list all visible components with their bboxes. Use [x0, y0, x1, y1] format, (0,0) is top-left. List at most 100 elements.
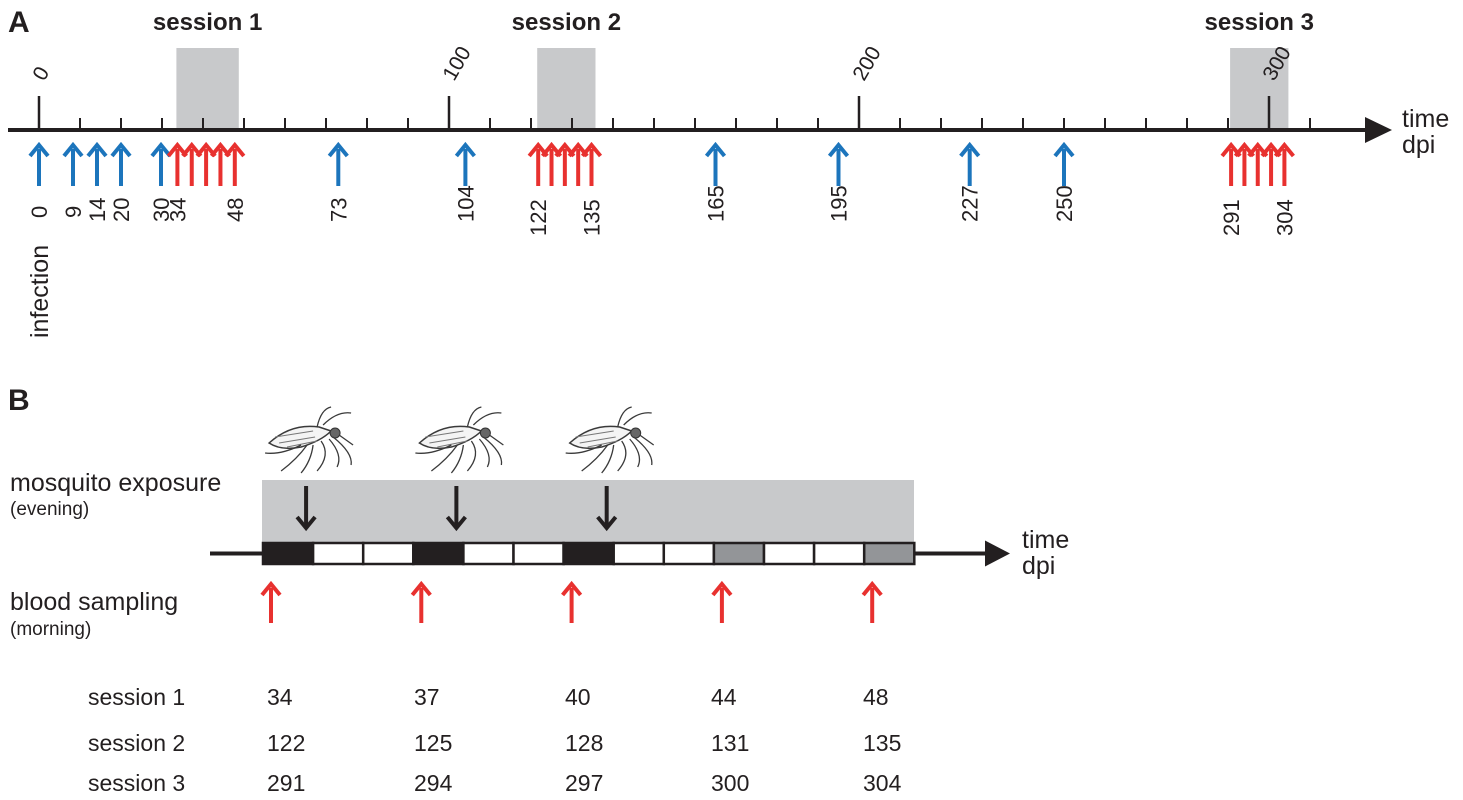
session-shade-2	[537, 48, 596, 130]
blood-sampling-arrow-head	[711, 580, 733, 597]
day-box-white	[462, 541, 515, 566]
blue-arrow-227-head	[959, 141, 981, 158]
mosquito-illustration	[415, 406, 504, 474]
mosquito-legs	[415, 406, 504, 474]
session-title-3: session 3	[1205, 9, 1314, 36]
day-label-304: 304	[1272, 199, 1297, 236]
b-axis-arrowhead	[985, 540, 1010, 567]
table-day-cell: 125	[414, 730, 452, 756]
red-arrow-304-head	[1273, 141, 1295, 158]
session-shade-1	[176, 48, 239, 130]
dpi-label: dpi	[1402, 131, 1435, 159]
mosquito-body	[568, 425, 634, 450]
blue-arrow-0-head	[28, 141, 50, 158]
blue-arrow-30	[150, 141, 172, 186]
red-arrow-135-head	[580, 141, 603, 158]
blue-arrow-227	[959, 141, 981, 186]
day-label-122: 122	[526, 199, 551, 236]
exposure-arrow	[445, 486, 467, 532]
mosquito-head	[329, 427, 341, 439]
mosquito-legs	[265, 406, 354, 474]
session-title-1: session 1	[153, 9, 262, 36]
b-time-label: time	[1022, 526, 1069, 554]
mosquito-head	[479, 427, 491, 439]
blue-arrow-14-head	[86, 141, 108, 158]
exposure-arrow-head	[596, 515, 618, 532]
day-box-black	[412, 541, 465, 566]
session-title-2: session 2	[512, 9, 621, 36]
blue-arrow-9	[62, 141, 84, 186]
b-dpi-label: dpi	[1022, 552, 1055, 580]
mosquito-wing-stripes	[425, 430, 468, 448]
blood-sampling-arrow-head	[410, 580, 432, 597]
day-box-white	[612, 541, 666, 566]
red-arrow-48-head	[224, 141, 246, 158]
red-arrow-37	[181, 141, 203, 186]
blood-sampling-arrow	[861, 580, 883, 623]
session-titles: session 1 session 2 session 3	[153, 9, 1314, 36]
blue-arrow-14	[86, 141, 108, 186]
mosquito-wing-stripes	[275, 430, 318, 448]
table-day-cell: 128	[565, 730, 603, 756]
day-label-30: 30	[149, 198, 174, 222]
infection-label: infection	[26, 245, 54, 338]
day-box-white	[812, 541, 866, 566]
blood-sampling-arrow	[711, 580, 733, 623]
panel-b-label: B	[8, 384, 30, 417]
blue-arrow-0	[28, 141, 50, 186]
blood-sampling-arrow	[561, 580, 583, 623]
blood-sampling-arrow	[410, 580, 432, 623]
mosquito-wing-stripes	[575, 430, 618, 448]
exposure-shade	[262, 480, 914, 542]
mosquito-body	[418, 425, 483, 450]
blue-arrow-250-head	[1053, 141, 1075, 158]
day-box-white	[512, 541, 565, 566]
blood-sampling-label: blood sampling	[10, 588, 178, 616]
exposure-arrow-head	[295, 515, 317, 532]
blue-arrow-73-head	[327, 141, 349, 158]
panel-b: B mosquito exposure (evening) blood samp…	[8, 384, 1069, 796]
blood-sampling-arrow-head	[260, 580, 282, 597]
table-day-cell: 37	[414, 684, 440, 710]
blue-arrow-104-head	[454, 141, 476, 158]
session-shades	[176, 48, 1289, 130]
mosquito-exposure-sub: (evening)	[10, 499, 89, 520]
day-box-black	[562, 541, 615, 566]
table-day-cell: 304	[863, 770, 902, 796]
day-label-9: 9	[61, 206, 86, 218]
day-box-gray	[862, 541, 916, 566]
blue-arrow-9-head	[62, 141, 84, 158]
day-label-195: 195	[827, 185, 852, 222]
day-label-0: 0	[27, 206, 52, 218]
table-day-cell: 131	[711, 730, 749, 756]
blood-sampling-arrow	[260, 580, 282, 623]
red-arrow-44	[209, 141, 231, 186]
blue-arrow-165	[704, 141, 727, 186]
day-label-165: 165	[704, 185, 729, 222]
red-arrow-40	[195, 141, 217, 186]
blue-arrow-30-head	[150, 141, 172, 158]
mosquito-exposure-label: mosquito exposure	[10, 469, 221, 497]
red-arrow-135	[580, 141, 603, 186]
day-label-34: 34	[165, 198, 190, 222]
time-label: time	[1402, 105, 1449, 133]
blue-arrow-73	[327, 141, 349, 186]
major-tick-label: 200	[848, 43, 885, 85]
blood-sampling-arrows	[260, 580, 883, 623]
table-day-cell: 34	[267, 684, 293, 710]
blue-arrow-250	[1053, 141, 1075, 186]
blue-arrow-195-head	[827, 141, 850, 158]
day-label-135: 135	[580, 199, 605, 236]
panel-a-label: A	[8, 6, 30, 39]
blood-sampling-arrow-head	[561, 580, 583, 597]
sampling-arrows	[28, 141, 1295, 186]
table-session-label: session 3	[88, 770, 185, 796]
exposure-arrow	[596, 486, 618, 532]
major-tick-label: 100	[438, 43, 475, 85]
day-box-white	[361, 541, 415, 566]
mosquito-exposures	[265, 406, 655, 532]
table-day-cell: 44	[711, 684, 737, 710]
